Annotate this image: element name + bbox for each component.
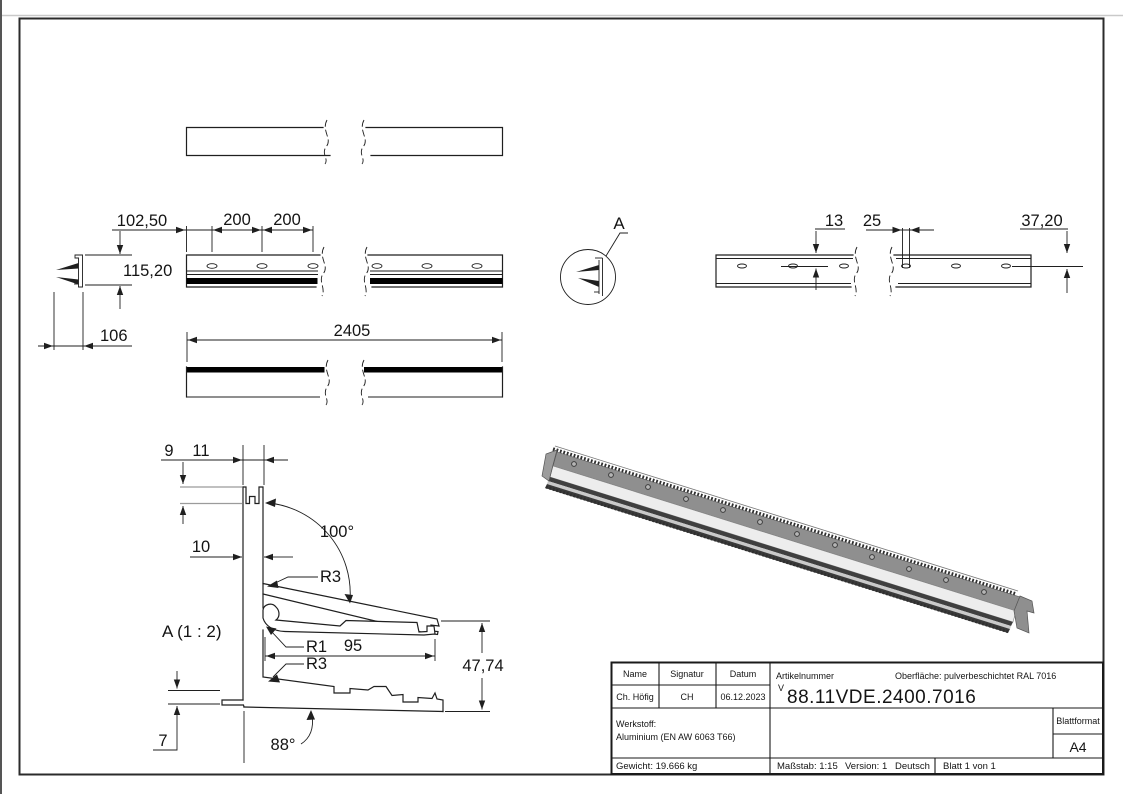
tb-blattformat-label: Blattformat [1056, 716, 1100, 726]
dim-length-total: 2405 [334, 322, 371, 340]
dim-detail-arm-length: 95 [344, 637, 362, 655]
detail-marker-label: A [613, 214, 625, 233]
tb-artikelnummer-label: Artikelnummer [776, 671, 834, 681]
tb-blattformat-value: A4 [1069, 739, 1086, 755]
tb-artikelnummer-value: 88.11VDE.2400.7016 [787, 687, 976, 708]
dim-detail-radius-mid: R1 [306, 638, 327, 656]
tb-signatur-value: CH [681, 692, 694, 702]
dim-side-height: 115,20 [123, 262, 172, 280]
screw-holes [571, 461, 987, 595]
side-view: 115,20 106 [38, 231, 172, 350]
back-view-slot-holes [737, 263, 1011, 269]
dim-detail-radius-bot: R3 [306, 655, 327, 673]
tb-gewicht: Gewicht: 19.666 kg [616, 761, 697, 772]
dim-back-edge: 37,20 [1021, 212, 1062, 230]
sheet-border [18, 17, 1105, 776]
tb-name-value: Ch. Höfig [616, 692, 654, 702]
top-view [185, 119, 504, 165]
dim-detail-height: 47,74 [462, 657, 503, 675]
dim-front-pitch2: 200 [273, 211, 301, 229]
tb-werkstoff-value: Aluminium (EN AW 6063 T66) [616, 732, 736, 742]
profile-arm-shadow-1 [548, 477, 1013, 626]
dim-back-slot: 25 [863, 212, 881, 230]
dim-detail-foot: 7 [158, 732, 167, 750]
dim-front-offset: 102,50 [117, 212, 167, 230]
dim-detail-angle-top: 100° [320, 523, 354, 541]
detail-marker-circle: A [560, 214, 628, 305]
side-view-dimensions: 115,20 106 [38, 231, 172, 350]
iso-3d-view [541, 445, 1035, 634]
title-block: Name Signatur Datum Ch. Höfig CH 06.12.2… [610, 661, 1104, 775]
front-view: 102,50 200 200 [112, 211, 504, 297]
front-view-slot-holes [206, 263, 483, 269]
serrated-bottom-edge [545, 485, 1010, 634]
dim-back-lip: 13 [825, 212, 843, 230]
serrated-top-edge [552, 447, 1017, 596]
front-view-dimensions: 102,50 200 200 [112, 211, 314, 252]
dim-detail-slot-depth: 9 [164, 442, 173, 460]
detail-view-title: A (1 : 2) [162, 622, 222, 641]
tb-artikelnummer-prefix: V [778, 683, 784, 693]
back-view: 13 25 37,20 [715, 212, 1083, 297]
profile-right-end [1013, 595, 1035, 634]
tb-datum-value: 06.12.2023 [720, 692, 765, 702]
dim-detail-radius-top: R3 [320, 568, 341, 586]
tb-datum-label: Datum [730, 669, 757, 679]
tb-oberflaeche: Oberfläche: pulverbeschichtet RAL 7016 [895, 671, 1056, 681]
tb-name-label: Name [623, 669, 647, 679]
tb-werkstoff-label: Werkstoff: [616, 719, 656, 729]
dim-detail-wall: 10 [192, 538, 210, 556]
tb-signatur-label: Signatur [670, 669, 704, 679]
dim-detail-angle-bottom: 88° [271, 736, 296, 754]
length-view-dimension: 2405 [186, 322, 503, 362]
back-view-dimensions: 13 25 37,20 [781, 212, 1083, 293]
detail-section-view: 9 11 10 100° R3 R1 [153, 442, 504, 763]
tb-version: Version: 1 [845, 761, 887, 772]
tb-massstab: Maßstab: 1:15 [777, 761, 838, 772]
tb-blatt: Blatt 1 von 1 [943, 761, 996, 772]
tb-sprache: Deutsch [895, 761, 930, 772]
profile-left-end [541, 449, 558, 482]
dim-side-depth: 106 [100, 327, 128, 345]
profile-arm-gap [547, 481, 1011, 629]
detail-section-dimensions: 9 11 10 100° R3 R1 [153, 442, 504, 763]
length-view: 2405 [185, 322, 504, 406]
dim-front-pitch1: 200 [223, 211, 251, 229]
dim-detail-top-width: 11 [192, 442, 209, 460]
